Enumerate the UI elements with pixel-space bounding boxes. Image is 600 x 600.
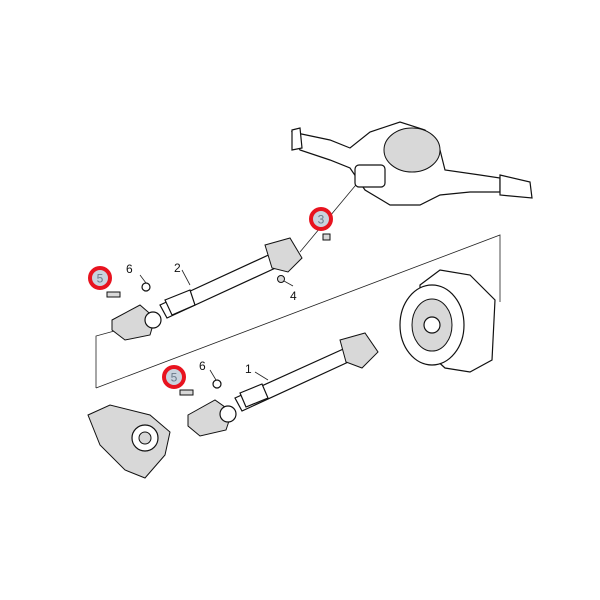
- callout-1: 1: [245, 362, 252, 376]
- callout-6-lower: 6: [199, 359, 206, 373]
- differential-housing: [399, 269, 496, 373]
- svg-text:5: 5: [97, 272, 104, 286]
- callout-5-upper-highlighted[interactable]: 5: [88, 266, 112, 290]
- callout-2: 2: [174, 261, 181, 275]
- callout-4: 4: [290, 289, 297, 303]
- frame-line-middle: [95, 234, 501, 389]
- nut-6-upper: [141, 282, 151, 292]
- svg-text:3: 3: [318, 213, 325, 227]
- callout-6-upper: 6: [126, 262, 133, 276]
- transfer-case: [87, 404, 171, 479]
- callout-3-highlighted[interactable]: 3: [309, 207, 333, 231]
- bolt-5-upper: [106, 291, 121, 298]
- nut-6-lower: [212, 379, 222, 389]
- bolt-3: [322, 233, 331, 241]
- frame-line-left: [95, 329, 119, 388]
- nut-4: [277, 275, 285, 283]
- callout-5-lower-highlighted[interactable]: 5: [162, 365, 186, 389]
- leader-lines: [139, 269, 294, 381]
- rear-axle: [290, 121, 533, 206]
- propeller-shaft-2: [106, 233, 331, 341]
- bolt-5-lower: [179, 389, 194, 396]
- svg-text:5: 5: [171, 371, 178, 385]
- propeller-shaft-1: [179, 332, 379, 437]
